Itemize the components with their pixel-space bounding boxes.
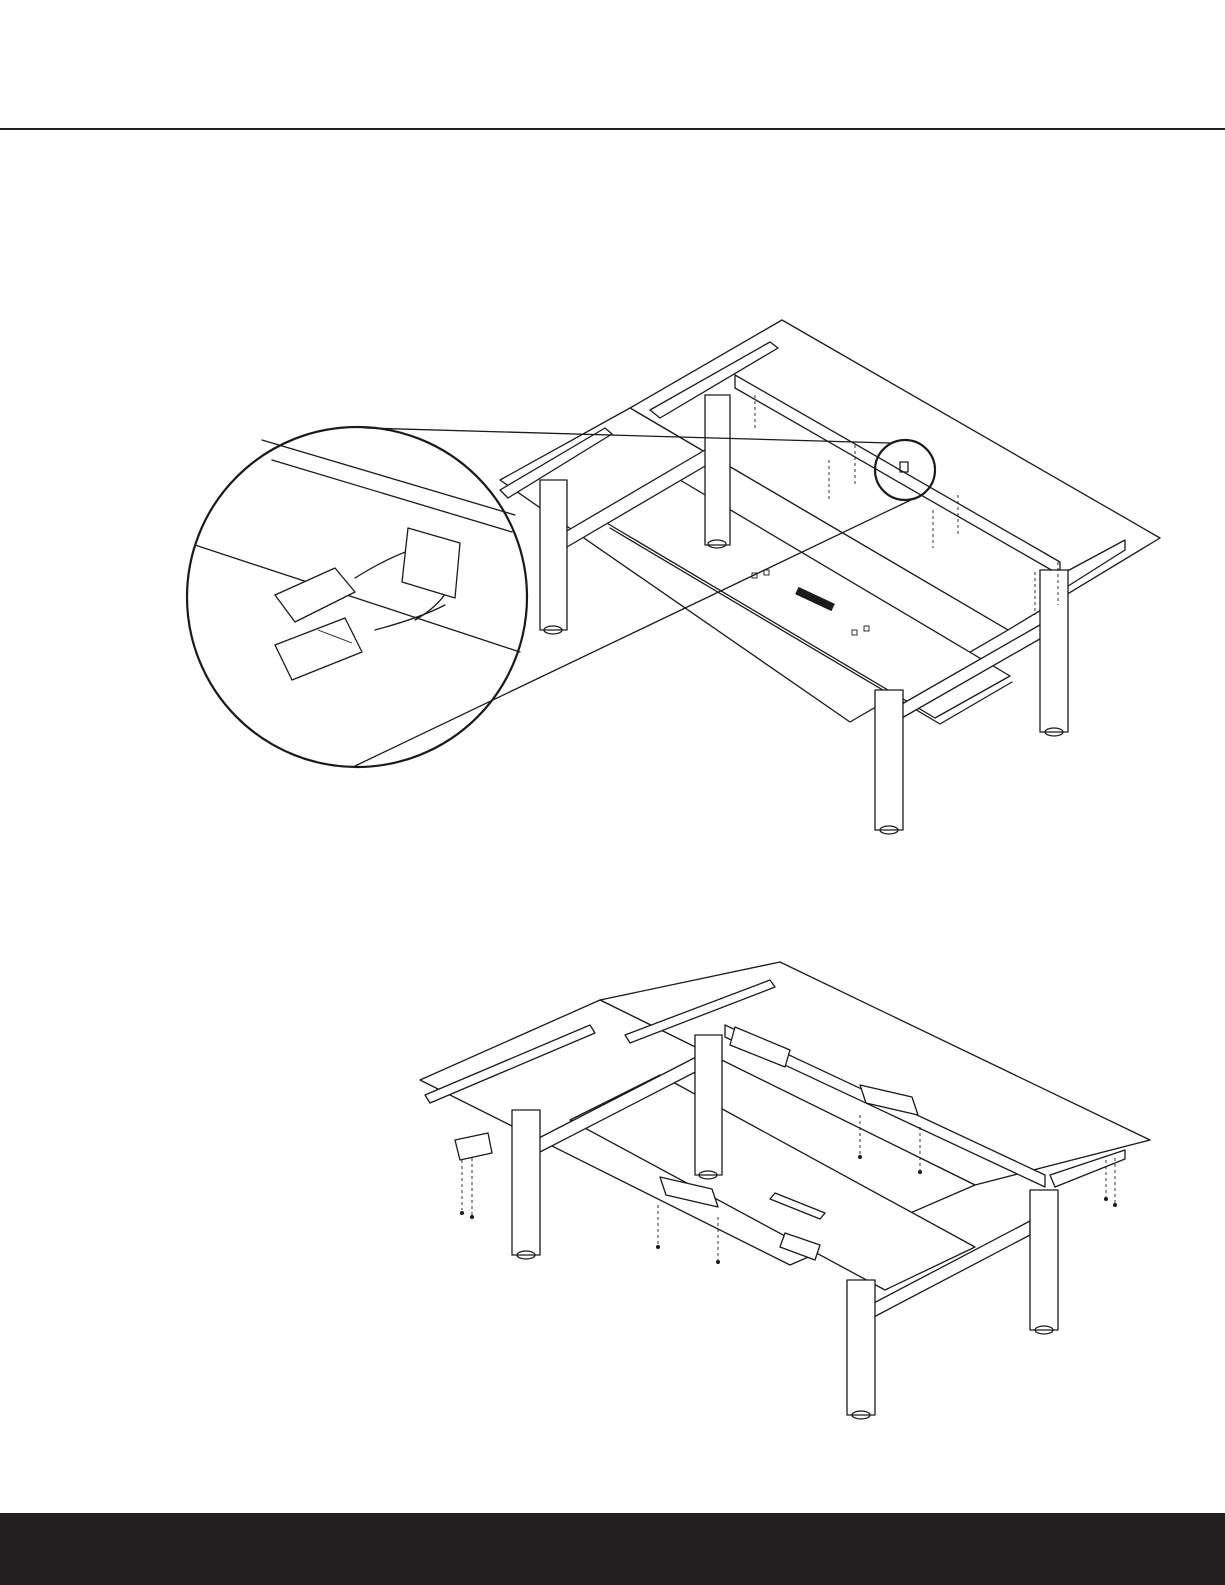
screw-8 <box>1113 1203 1117 1207</box>
lower-assembly-illustration <box>0 955 1225 1435</box>
cable-2 <box>375 605 445 630</box>
screw-5 <box>460 1211 464 1215</box>
lower-leg-3 <box>1030 1190 1058 1330</box>
lower-leg-4 <box>847 1280 875 1415</box>
leg-front-left <box>540 480 567 630</box>
screw-4 <box>716 1260 720 1264</box>
screw-2 <box>918 1170 922 1174</box>
screw-6 <box>470 1215 474 1219</box>
screw-3 <box>656 1245 660 1249</box>
desk-frame-with-connector-detail-icon <box>0 300 1225 860</box>
magnified-detail-circle <box>187 427 527 767</box>
header-rule <box>0 128 1225 130</box>
footer-bar <box>0 1513 1225 1585</box>
leg-back-left <box>705 395 730 545</box>
desk-frame-with-control-boxes-icon <box>0 955 1225 1435</box>
leg-front-right <box>875 690 903 830</box>
detail-edge-2 <box>195 545 520 652</box>
plug-connector <box>275 568 355 622</box>
keypad-bracket <box>455 1133 492 1160</box>
cable-grommet <box>402 528 460 598</box>
lower-leg-1 <box>695 1035 722 1175</box>
leg-back-right <box>1040 570 1068 732</box>
detail-edge-3 <box>272 460 512 532</box>
screw-1 <box>858 1155 862 1159</box>
upper-assembly-illustration <box>0 300 1225 860</box>
socket-connector <box>275 618 362 680</box>
screw-7 <box>1104 1197 1108 1201</box>
lower-leg-2 <box>512 1110 540 1255</box>
